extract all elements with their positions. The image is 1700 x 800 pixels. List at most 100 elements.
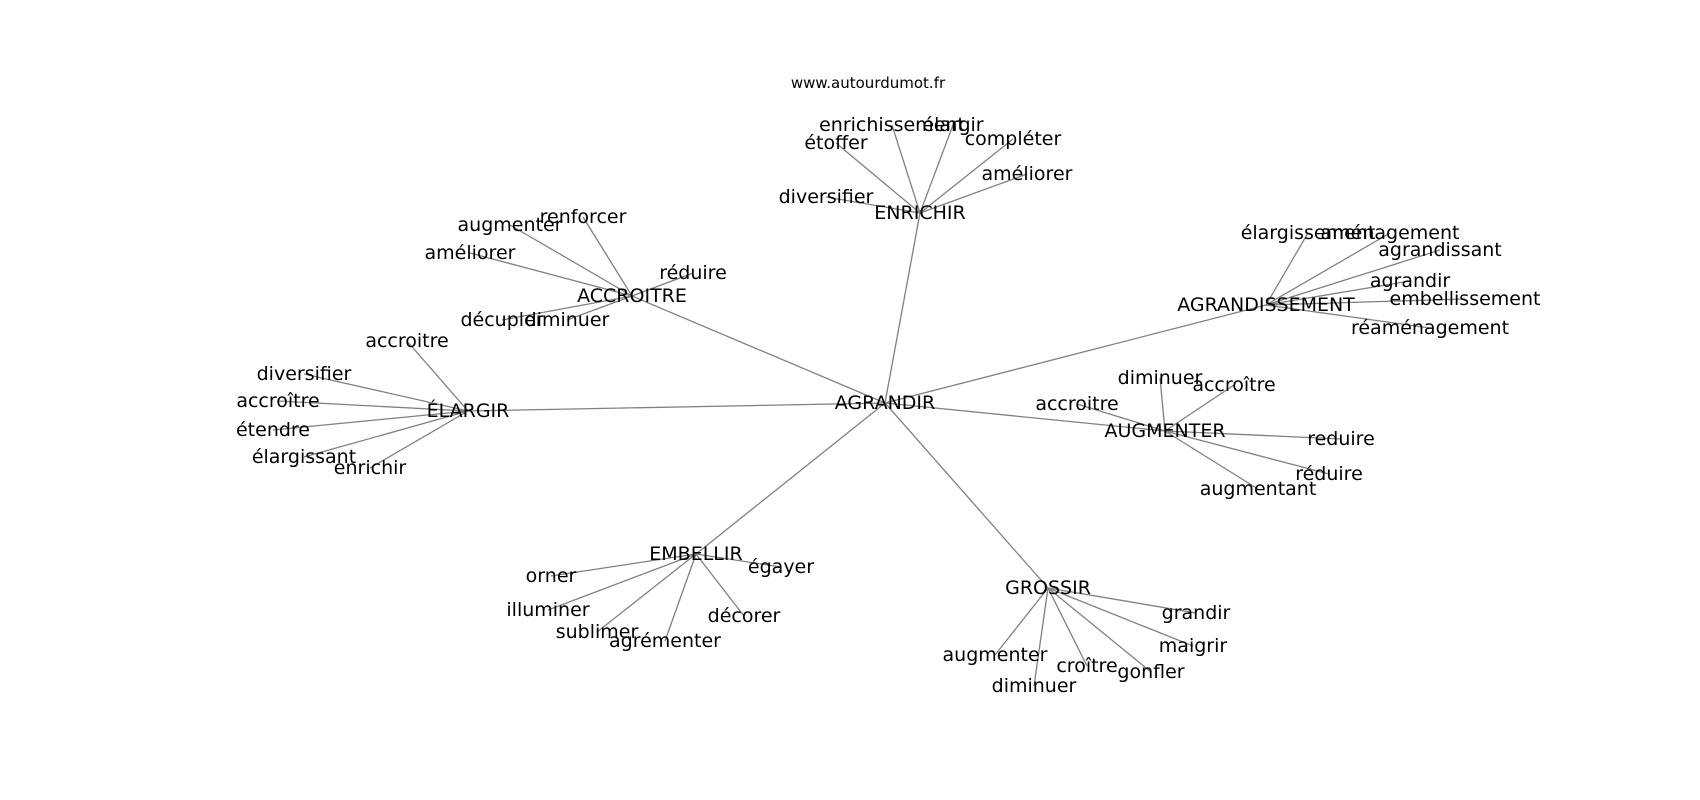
edge-center-augmenter [884,402,1166,432]
edge-grossir-gonfler [1047,587,1152,673]
leaf-augmenter-augmentant: augmentant [1200,478,1317,500]
edge-accroitre-reduire [631,272,694,297]
edge-embellir-agrementer [664,553,697,642]
leaf-agrandissement-embellissement: embellissement [1390,288,1541,310]
leaf-grossir-diminuer: diminuer [992,675,1077,697]
edge-agrandissement-elargissement [1265,232,1309,306]
node-accroitre: ACCROITRE [577,285,687,307]
edge-center-elargir [467,402,886,412]
edge-agrandissement-embellissement [1265,298,1466,306]
leaf-embellir-egayer: égayer [748,556,814,578]
leaf-enrichir-diversifier: diversifier [779,186,874,208]
leaf-elargir-enrichir: enrichir [334,457,407,479]
leaf-augmenter-reduire: réduire [1295,463,1363,485]
edge-augmenter-augmentant [1164,430,1259,490]
leaf-elargir-accroitre: accroître [236,390,319,412]
edge-embellir-decorer [695,553,745,617]
edge-grossir-croitre [1047,587,1088,667]
edge-enrichir-completer [919,138,1014,214]
edge-accroitre-augmenter [509,224,633,297]
edges [272,124,1466,687]
leaf-accroitre-ameliorer: améliorer [425,242,516,264]
edge-center-embellir [695,402,886,555]
edge-elargir-elargissant [303,410,469,458]
leaf-accroitre-renforcer: renforcer [540,206,627,228]
edge-accroitre-decupler [501,295,633,321]
leaf-accroitre-reduire: réduire [659,262,727,284]
leaf-embellir-illuminer: illuminer [506,599,589,621]
leaf-grossir-gonfler: gonfler [1117,661,1184,683]
leaf-grossir-augmenter: augmenter [943,644,1048,666]
node-augmenter: AUGMENTER [1104,420,1225,442]
leaf-elargir-etendre: étendre [236,419,310,441]
edge-center-agrandissement [884,304,1267,404]
leaf-enrichir-completer: compléter [965,128,1062,150]
node-grossir: GROSSIR [1005,577,1091,599]
edge-center-accroitre [631,295,886,404]
edge-enrichir-etoffer [835,142,921,214]
leaf-agrandissement-reamenagement: réaménagement [1351,317,1509,339]
edge-enrichir-ameliorer [919,173,1028,214]
leaf-agrandissement-agrandir: agrandir [1370,270,1451,292]
leaf-enrichir-elargir: élargir [922,114,983,136]
edge-enrichir-diversifier [825,196,921,214]
node-embellir: EMBELLIR [649,543,742,565]
edge-embellir-orner [550,553,697,577]
leaf-enrichir-etoffer: étoffer [804,132,868,154]
edge-grossir-grandir [1047,587,1197,614]
edge-elargir-diversifier [303,373,469,412]
leaf-grossir-maigrir: maigrir [1159,635,1228,657]
edge-augmenter-reduire [1164,430,1330,475]
edge-augmenter-accroitre [1164,384,1235,432]
edge-grossir-diminuer [1033,587,1049,687]
edge-embellir-egayer [695,553,782,568]
leaf-enrichir-enrichissement: enrichissement [819,114,965,136]
edge-elargir-accroitre [277,400,469,412]
leaf-grossir-grandir: grandir [1162,602,1231,624]
edge-grossir-augmenter [994,587,1049,656]
edge-elargir-enrichir [369,410,469,469]
edge-elargir-etendre [272,410,469,431]
leaf-agrandissement-agrandissant: agrandissant [1378,239,1501,261]
edge-embellir-sublimer [596,553,697,633]
leaf-accroitre-augmenter: augmenter [458,214,563,236]
leaf-embellir-decorer: décorer [708,605,781,627]
edge-embellir-illuminer [547,553,697,611]
leaf-agrandissement-elargissement: élargissement [1241,222,1376,244]
leaf-augmenter-accroitre: accroitre [1035,393,1118,415]
leaf-elargir-diversifier: diversifier [257,363,352,385]
leaf-grossir-croitre: croître [1056,655,1117,677]
edge-agrandissement-agrandir [1265,280,1411,306]
leaf-augmenter-diminuer: diminuer [1118,367,1203,389]
edge-center-enrichir [884,212,921,404]
edge-accroitre-renforcer [582,216,633,297]
edge-enrichir-enrichissement [891,124,921,214]
leaf-accroitre-diminuer: diminuer [525,309,610,331]
leaf-embellir-orner: orner [526,565,577,587]
node-enrichir: ENRICHIR [874,202,965,224]
leaf-agrandissement-amenagement: aménagement [1321,222,1460,244]
edge-augmenter-reduire [1164,430,1342,440]
edge-center-grossir [884,402,1049,589]
leaf-augmenter-reduire: reduire [1307,428,1375,450]
edge-accroitre-ameliorer [469,252,633,297]
source-url: www.autourdumot.fr [791,74,946,92]
edge-accroitre-diminuer [566,295,633,321]
node-agrandissement: AGRANDISSEMENT [1177,294,1355,316]
leaf-elargir-accroitre: accroitre [365,330,448,352]
edge-grossir-maigrir [1047,587,1194,647]
leaf-accroitre-decupler: décupler [460,309,543,331]
edge-augmenter-diminuer [1159,377,1166,432]
edge-agrandissement-amenagement [1265,232,1391,306]
edge-augmenter-accroitre [1076,403,1166,432]
leaf-elargir-elargissant: élargissant [252,446,356,468]
node-elargir: ÉLARGIR [427,399,510,422]
leaf-embellir-sublimer: sublimer [556,621,639,643]
edge-agrandissement-reamenagement [1265,304,1431,329]
leaf-embellir-agrementer: agrémenter [609,630,721,652]
leaf-enrichir-ameliorer: améliorer [982,163,1073,185]
node-center: AGRANDIR [835,392,935,414]
edge-elargir-accroitre [406,340,469,412]
